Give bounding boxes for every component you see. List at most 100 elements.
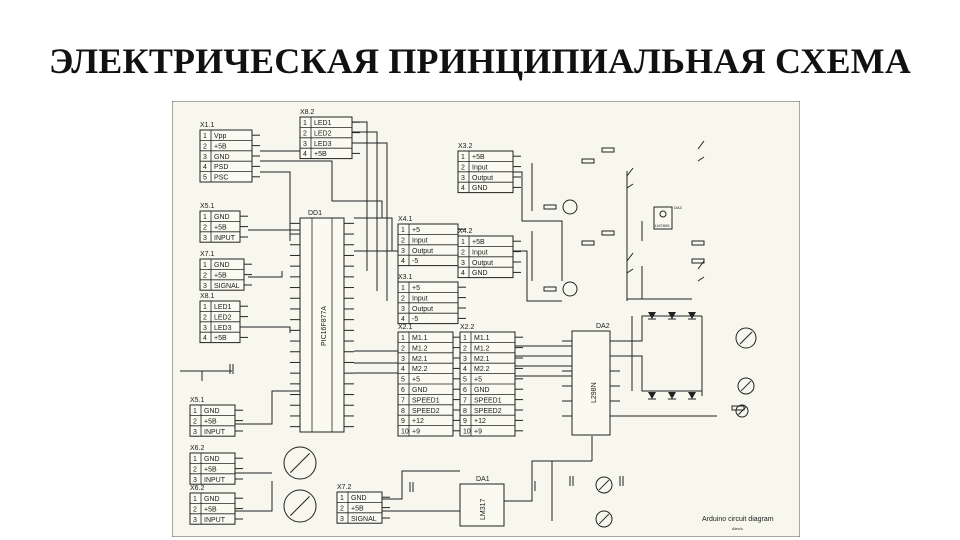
pin-number: 3 [461, 175, 465, 182]
pin-label: +5B [472, 239, 485, 246]
wire [260, 160, 383, 218]
regulator-ref: DA1 [476, 476, 490, 483]
pin-number: 2 [303, 130, 307, 137]
sensor-name: LM7805 [655, 223, 670, 228]
parts [229, 140, 757, 528]
sensor-body [653, 206, 673, 230]
pin-label: +5B [214, 272, 227, 279]
pin-label: +5B [314, 151, 327, 158]
resistor-icon [601, 147, 615, 153]
resistor-icon [601, 230, 615, 236]
pin-number: 9 [463, 418, 467, 425]
pin-number: 10 [401, 429, 409, 436]
motor-icon [735, 404, 749, 418]
pin-number: 3 [203, 154, 207, 161]
pin-number: 4 [461, 270, 465, 277]
pin-label: Vpp [214, 133, 227, 140]
switch-icon [626, 167, 634, 189]
pin-number: 3 [401, 356, 405, 363]
transistor-icon [562, 199, 578, 215]
resistor-icon [581, 240, 595, 246]
pin-label: SPEED2 [474, 408, 502, 415]
pin-label: LED3 [314, 141, 332, 148]
sensor-hole [659, 210, 667, 218]
diode-icon [688, 312, 696, 319]
pin-label: SPEED1 [474, 397, 502, 404]
stamp-line2: Alex/c [732, 526, 743, 531]
resistor-icon [543, 204, 557, 210]
pin-label: INPUT [214, 235, 236, 242]
pin-number: 6 [463, 387, 467, 394]
resistor-icon [691, 240, 705, 246]
switch-icon [697, 140, 705, 162]
connector-ref: X2.1 [398, 324, 413, 331]
pin-label: SPEED2 [412, 408, 440, 415]
wire [620, 355, 702, 392]
pin-label: INPUT [204, 517, 226, 524]
pin-label: SIGNAL [351, 516, 377, 523]
pin-label: +5 [474, 377, 482, 384]
connector-body [189, 404, 236, 437]
motor-stroke [290, 453, 310, 473]
pin-label: LED2 [214, 314, 232, 321]
resistor-icon [543, 286, 557, 292]
wire [260, 171, 300, 231]
pin-label: PSD [214, 164, 228, 171]
pin-number: 4 [463, 366, 467, 373]
pin-label: GND [351, 495, 367, 502]
transistor-icon [562, 281, 578, 297]
pin-number: 2 [193, 466, 197, 473]
resistor-icon [731, 405, 745, 411]
pin-label: +5B [204, 418, 217, 425]
pin-label: INPUT [204, 477, 226, 484]
pin-number: 1 [193, 408, 197, 415]
pin-label: +5B [214, 335, 227, 342]
pin-label: Input [472, 249, 488, 256]
pin-label: +12 [412, 418, 424, 425]
connector-body [189, 492, 236, 525]
mcu-body [299, 217, 345, 433]
mcu-ref: DD1 [308, 210, 322, 217]
pin-label: LED1 [314, 120, 332, 127]
motor-icon [283, 446, 317, 480]
pin-label: +12 [474, 418, 486, 425]
pin-label: Input [412, 237, 428, 244]
pin-number: 2 [203, 314, 207, 321]
pin-number: 3 [193, 517, 197, 524]
pin-number: 1 [203, 304, 207, 311]
pin-number: 7 [401, 397, 405, 404]
pin-number: 2 [401, 237, 405, 244]
pin-label: M2.1 [412, 356, 428, 363]
pin-number: 3 [203, 325, 207, 332]
pin-number: 1 [401, 227, 405, 234]
pin-label: GND [474, 387, 490, 394]
motor-stroke [598, 479, 610, 491]
connector-body [199, 210, 241, 243]
driver-ref: DA2 [596, 323, 610, 330]
pin-label: +5B [214, 224, 227, 231]
pin-label: INPUT [204, 429, 226, 436]
wire [513, 171, 563, 281]
diode-icon [668, 392, 676, 399]
pin-label: Output [472, 260, 493, 267]
motor-icon [595, 476, 613, 494]
pin-label: +5 [412, 227, 420, 234]
pin-number: 3 [203, 283, 207, 290]
pin-label: M1.2 [474, 345, 490, 352]
wire [235, 390, 300, 425]
pin-label: +5B [204, 506, 217, 513]
sensor-ref: DA3 [674, 205, 683, 210]
connector-ref: X7.2 [337, 484, 352, 491]
wire [513, 250, 562, 302]
pin-number: 1 [203, 214, 207, 221]
pin-number: 4 [401, 258, 405, 265]
connector-body [336, 491, 383, 524]
pin-label: M1.1 [474, 335, 490, 342]
